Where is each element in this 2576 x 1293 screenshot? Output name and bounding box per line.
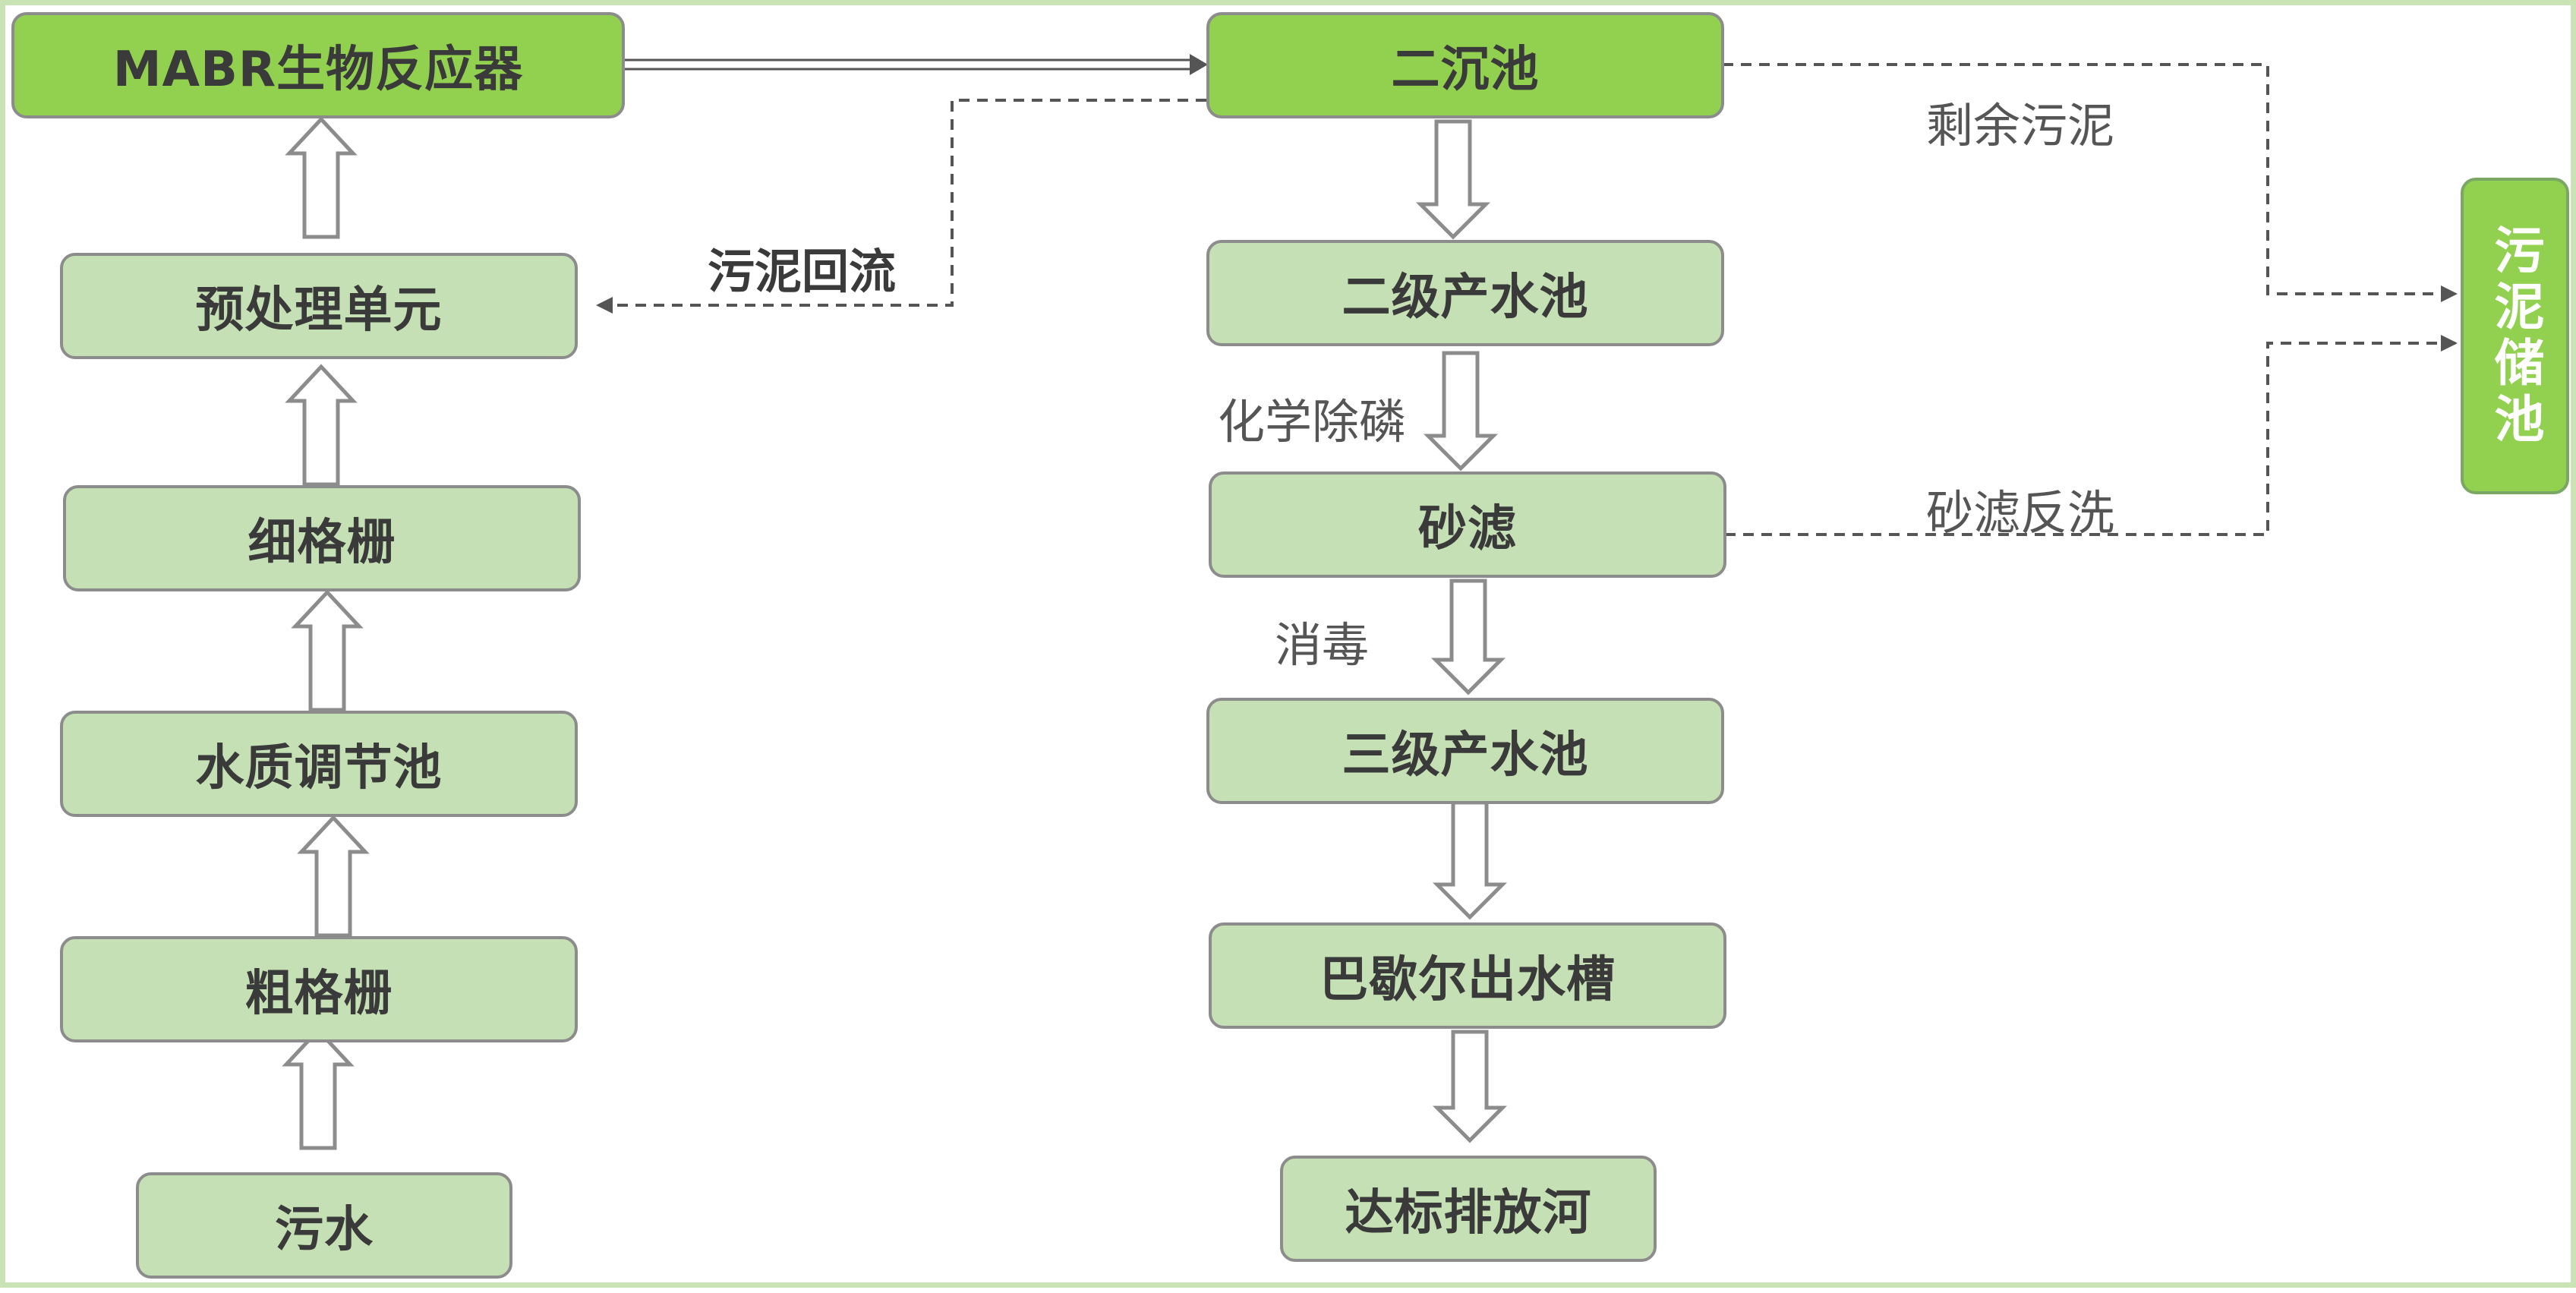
node-sludge-storage[interactable]: 污泥储池: [2461, 178, 2569, 494]
node-sand-filter[interactable]: 砂滤: [1209, 471, 1726, 578]
flow-arrow-fine-screen-to-pretreatment: [285, 364, 358, 487]
connector-layer: [282, 54, 2458, 1150]
label-excess-sludge: 剩余污泥: [1926, 98, 2115, 153]
backwash-line: [1725, 335, 2458, 536]
node-discharge-river[interactable]: 达标排放河: [1280, 1156, 1657, 1262]
node-fine-screen[interactable]: 细格栅: [63, 485, 581, 591]
flow-arrow-pretreatment-to-mabr: [285, 116, 358, 239]
node-equalization-tank[interactable]: 水质调节池: [60, 711, 578, 817]
flow-arrow-secondary-tank-to-sand-filter: [1423, 351, 1499, 471]
node-parshall-flume[interactable]: 巴歇尔出水槽: [1209, 922, 1726, 1029]
excess-sludge-line: [1723, 63, 2458, 302]
flow-arrow-sand-filter-to-tertiary-tank: [1430, 579, 1506, 695]
node-tertiary-product-tank[interactable]: 三级产水池: [1206, 698, 1724, 804]
label-disinfection: 消毒: [1275, 617, 1370, 673]
label-sludge-return: 污泥回流: [708, 244, 897, 299]
flow-arrow-sewage-to-coarse-screen: [282, 1027, 355, 1150]
node-pretreatment-unit[interactable]: 预处理单元: [60, 253, 578, 359]
flow-arrow-equalization-to-fine-screen: [291, 589, 364, 712]
node-sewage[interactable]: 污水: [136, 1172, 512, 1279]
node-mabr-bioreactor[interactable]: MABR生物反应器: [11, 12, 625, 118]
label-chemical-phosphorus-removal: 化学除磷: [1218, 394, 1407, 449]
node-secondary-clarifier[interactable]: 二沉池: [1206, 12, 1724, 118]
label-sand-filter-backwash: 砂滤反洗: [1926, 485, 2115, 541]
node-secondary-product-tank[interactable]: 二级产水池: [1206, 240, 1724, 346]
node-coarse-screen[interactable]: 粗格栅: [60, 936, 578, 1042]
sludge-return-line: [596, 99, 1206, 314]
flow-arrow-parshall-to-discharge: [1432, 1030, 1508, 1143]
flow-arrow-coarse-screen-to-equalization: [297, 815, 370, 938]
flow-arrowhead-mabr-to-clarifier: [1190, 54, 1208, 75]
flow-arrow-tertiary-tank-to-parshall: [1432, 800, 1508, 920]
flow-arrow-clarifier-to-secondary-tank: [1415, 119, 1491, 240]
